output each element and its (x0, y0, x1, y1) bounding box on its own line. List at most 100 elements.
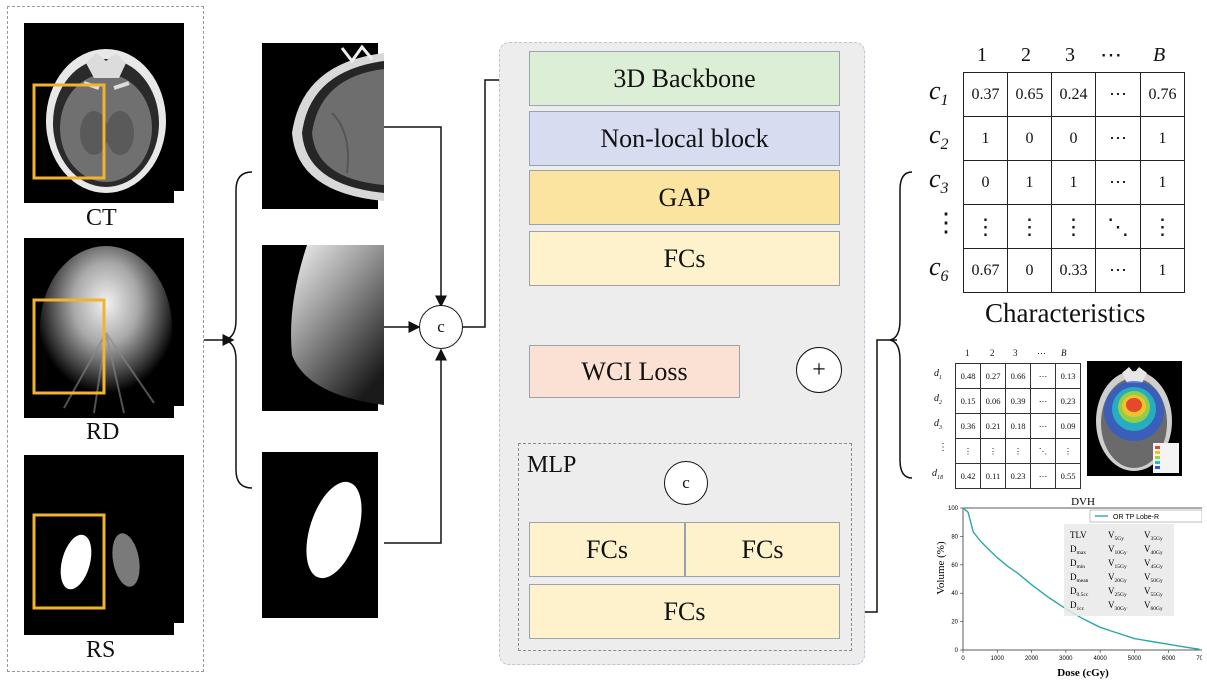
table-row: 0.67 0 0.33 ⋯ 1 (963, 248, 1185, 293)
metric-label: Dmean (1070, 572, 1089, 584)
legend-entry: OR TP Lobe-R (1113, 514, 1159, 521)
rd-label: RD (86, 419, 120, 445)
x-tick-label: 3000 (1059, 656, 1073, 662)
metric-label: V40Gy (1144, 544, 1163, 556)
rs-crop (262, 452, 384, 618)
y-tick-label: 80 (951, 534, 958, 540)
plot-area (962, 507, 1202, 651)
concat-node: c (419, 305, 463, 349)
table-cell: 0.33 (1051, 248, 1096, 293)
gap-block: GAP (529, 170, 840, 225)
metric-label: V20Gy (1108, 572, 1127, 584)
x-tick-label: 4000 (1093, 656, 1107, 662)
y-tick-label: 60 (951, 563, 958, 569)
rs-label: RS (86, 637, 116, 663)
ct-image (24, 23, 184, 203)
table-cell: 0.24 (1051, 72, 1096, 117)
metric-label: V25Gy (1108, 586, 1127, 598)
table-cell: 1 (1140, 248, 1185, 293)
mlp-group (518, 443, 852, 651)
metric-label: V50Gy (1144, 572, 1163, 584)
table-cell: 0.39 (1005, 388, 1031, 414)
wci-loss-block: WCI Loss (529, 345, 740, 398)
axis-ticks: 0100020003000400050006000700002040608010… (948, 506, 1202, 662)
right-brace (889, 171, 913, 479)
fcs-left-block: FCs (529, 522, 685, 577)
table-cell: 1 (1140, 116, 1185, 161)
nonlocal-block: Non-local block (529, 111, 840, 166)
characteristics-row-labels: c1 c2 c3 ⋮ c6 (925, 72, 961, 292)
table-cell: 0.18 (1005, 413, 1031, 439)
table-cell: 1 (1140, 160, 1185, 205)
table-cell: ⋱ (1095, 204, 1141, 249)
ct-crop-box (32, 83, 106, 180)
table-cell: ⋯ (1030, 413, 1056, 439)
metric-label: V10Gy (1108, 544, 1127, 556)
characteristics-col-headers: 1 2 3 ⋯ B (963, 42, 1185, 70)
table-cell: 0 (1007, 248, 1052, 293)
left-brace (223, 171, 253, 489)
x-tick-label: 0 (961, 656, 965, 662)
table-cell: ⋯ (1030, 388, 1056, 414)
characteristics-caption: Characteristics (985, 298, 1146, 328)
mlp-label: MLP (527, 452, 577, 478)
table-cell: 0.23 (1055, 388, 1081, 414)
y-tick-label: 0 (955, 648, 959, 654)
table-cell: ⋯ (1095, 72, 1141, 117)
dose-col-header: B (1061, 348, 1067, 358)
chart-title: DVH (1071, 496, 1095, 508)
table-cell: 0.66 (1005, 363, 1031, 389)
dose-col-header: 2 (990, 348, 995, 358)
metric-label: V55Gy (1144, 586, 1163, 598)
table-cell: 1 (1051, 160, 1096, 205)
table-cell: ⋯ (1095, 116, 1141, 161)
metric-label: V35Gy (1144, 530, 1163, 542)
x-axis-label: Dose (cGy) (1057, 667, 1109, 679)
table-row: ⋮ ⋮ ⋮ ⋱ ⋮ (963, 204, 1185, 249)
fcs-bottom-block: FCs (529, 584, 840, 639)
metric-label: D1cc (1070, 600, 1085, 612)
table-cell: ⋯ (1030, 463, 1056, 489)
table-row: 0.36 0.21 0.18 ⋯ 0.09 (955, 413, 1081, 439)
dose-row-label: ⋮ (938, 442, 948, 453)
y-tick-label: 40 (951, 591, 958, 597)
table-row: 0.15 0.06 0.39 ⋯ 0.23 (955, 388, 1081, 414)
metric-label: D0.5cc (1070, 586, 1089, 598)
table-cell: 0.11 (980, 463, 1006, 489)
table-cell: 0.13 (1055, 363, 1081, 389)
metric-label: TLV (1070, 530, 1087, 540)
mlp-concat-node: c (664, 461, 708, 505)
dose-table-row-labels: d1 d2 d3 ⋮ d18 (932, 362, 954, 487)
table-cell: ⋮ (1051, 204, 1096, 249)
table-cell: 0 (963, 160, 1008, 205)
table-cell: 0.55 (1055, 463, 1081, 489)
table-cell: 1 (1007, 160, 1052, 205)
dvh-series-line (962, 507, 1200, 650)
table-cell: 0.65 (1007, 72, 1052, 117)
char-col-header: 2 (1021, 44, 1031, 66)
char-row-label: c3 (929, 164, 949, 198)
char-row-label: c6 (929, 252, 949, 286)
table-cell: 1 (963, 116, 1008, 161)
metric-label: V60Gy (1144, 600, 1163, 612)
dose-row-label: d18 (932, 468, 943, 481)
table-row: 0 1 1 ⋯ 1 (963, 160, 1185, 205)
characteristics-matrix: 0.37 0.65 0.24 ⋯ 0.76 1 0 0 ⋯ 1 0 1 1 ⋯ … (963, 72, 1185, 293)
table-cell: ⋯ (1030, 363, 1056, 389)
table-cell: 0.37 (963, 72, 1008, 117)
concat-symbol: c (437, 317, 445, 336)
table-cell: ⋮ (1007, 204, 1052, 249)
metric-label: Dmax (1070, 544, 1086, 556)
dose-col-header: 3 (1013, 348, 1018, 358)
rd-crop (262, 245, 384, 411)
dose-table-col-headers: 1 2 3 ⋯ B (955, 348, 1085, 362)
char-row-label: c2 (929, 120, 949, 154)
rs-image (24, 455, 184, 635)
ct-label: CT (86, 205, 117, 231)
mlp-concat-symbol: c (682, 473, 690, 492)
ct-crop (262, 43, 384, 209)
char-col-header: ⋯ (1100, 42, 1122, 67)
metric-label: V45Gy (1144, 558, 1163, 570)
